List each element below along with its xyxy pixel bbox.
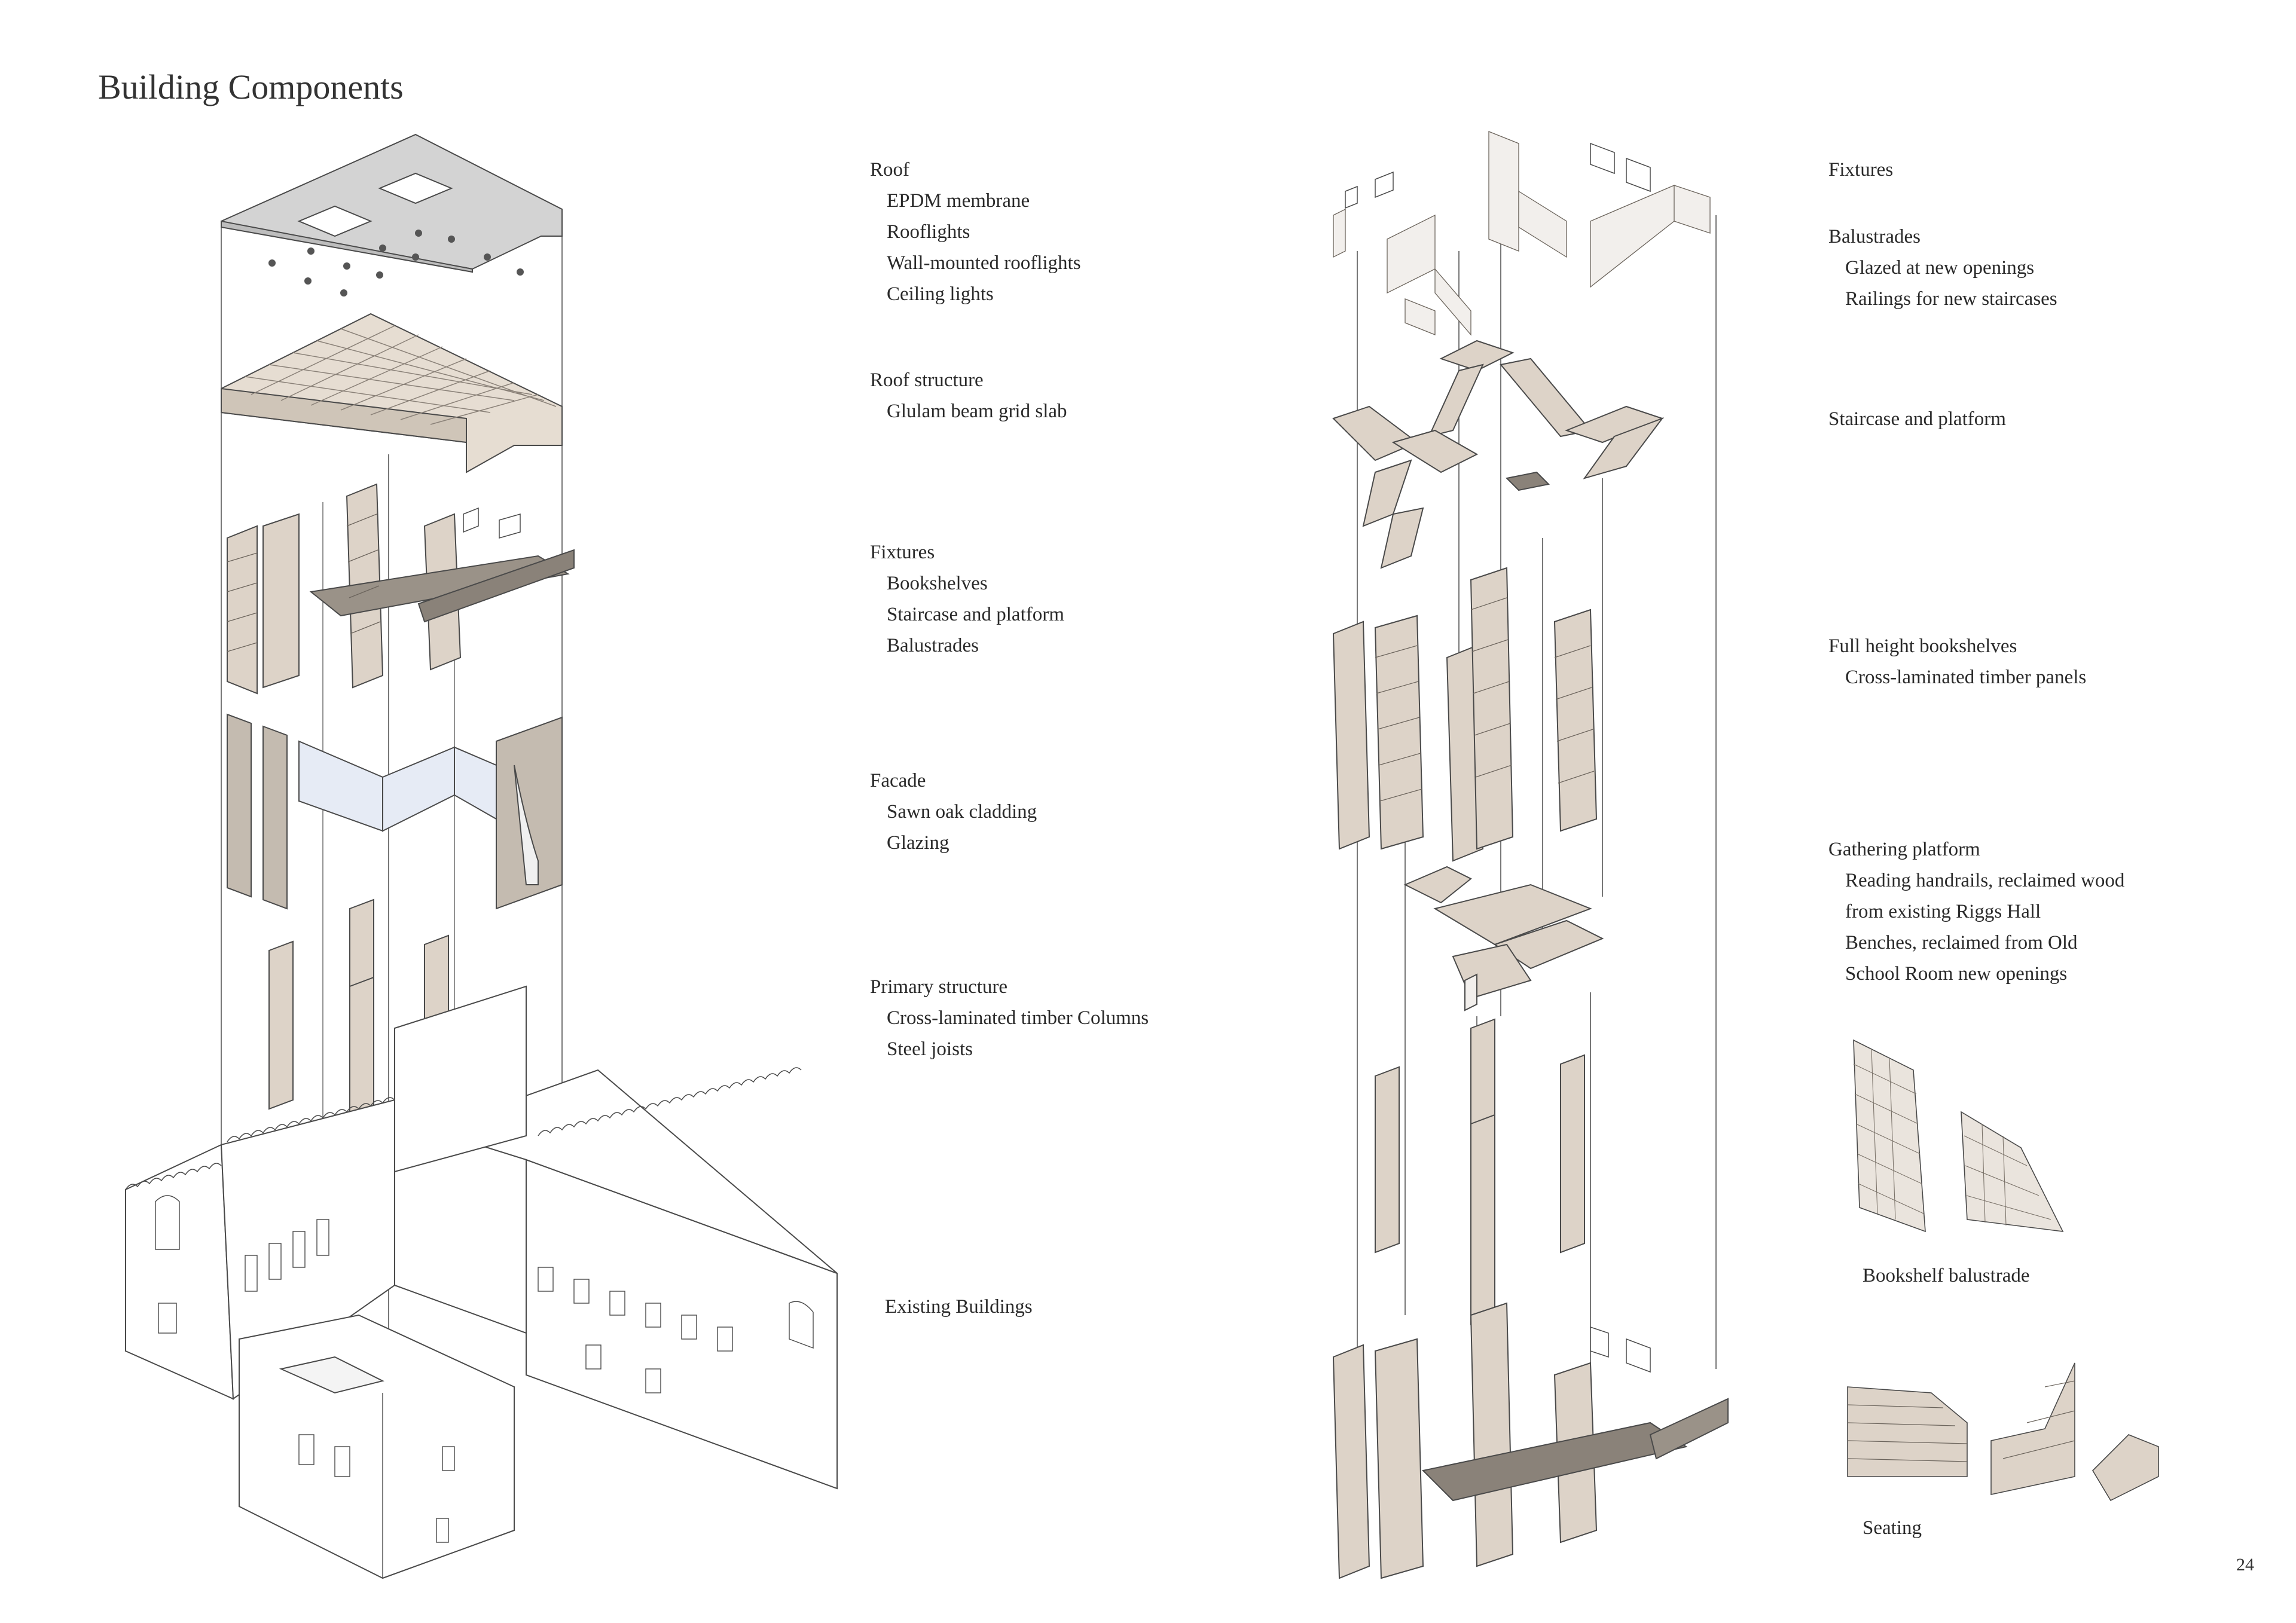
label-heading: Seating xyxy=(1863,1517,1922,1539)
label-item: Sawn oak cladding xyxy=(887,801,1037,823)
label-gathering-platform: Gathering platform Reading handrails, re… xyxy=(1828,834,2124,989)
right-columns xyxy=(1375,1018,1585,1325)
label-item: from existing Riggs Hall xyxy=(1845,901,2041,922)
staircase-platform xyxy=(1332,340,1664,569)
label-heading: Primary structure xyxy=(870,976,1008,998)
label-heading: Roof structure xyxy=(870,369,984,391)
gathering-platform xyxy=(1403,866,1604,1011)
existing-buildings xyxy=(125,985,838,1579)
label-item: Reading handrails, reclaimed wood xyxy=(1845,870,2125,891)
label-heading: Existing Buildings xyxy=(885,1296,1033,1318)
fixtures-bookshelves xyxy=(227,483,575,695)
ceiling-lights xyxy=(268,230,524,297)
label-item: Balustrades xyxy=(887,635,979,656)
label-balustrades: Balustrades Glazed at new openings Raili… xyxy=(1828,221,2057,314)
label-heading: Facade xyxy=(870,770,926,791)
label-right-fixtures: Fixtures xyxy=(1828,154,1893,185)
label-item: Railings for new staircases xyxy=(1845,288,2057,310)
label-item: EPDM membrane xyxy=(887,190,1030,212)
label-item: School Room new openings xyxy=(1845,963,2068,985)
label-facade: Facade Sawn oak cladding Glazing xyxy=(870,765,1037,858)
label-seating: Seating xyxy=(1863,1512,1922,1543)
label-item: Glazed at new openings xyxy=(1845,257,2035,279)
label-heading: Staircase and platform xyxy=(1828,408,2006,430)
page-title: Building Components xyxy=(98,68,404,106)
label-item: Benches, reclaimed from Old xyxy=(1845,932,2078,953)
label-item: Cross-laminated timber Columns xyxy=(887,1007,1149,1029)
roof-membrane xyxy=(221,133,563,273)
label-item: Steel joists xyxy=(887,1038,973,1060)
label-heading: Balustrades xyxy=(1828,226,1921,247)
label-heading: Roof xyxy=(870,159,909,181)
label-heading: Fixtures xyxy=(870,542,935,563)
facade xyxy=(227,713,563,910)
label-item: Staircase and platform xyxy=(887,604,1064,625)
label-heading: Bookshelf balustrade xyxy=(1863,1265,2030,1286)
label-staircase-platform: Staircase and platform xyxy=(1828,404,2006,435)
bookshelf-balustrade-detail xyxy=(1853,1039,2064,1233)
label-existing-buildings: Existing Buildings xyxy=(885,1291,1033,1322)
label-item: Ceiling lights xyxy=(887,283,994,305)
label-roof-structure: Roof structure Glulam beam grid slab xyxy=(870,365,1067,427)
full-height-bookshelves xyxy=(1332,567,1598,862)
label-fixtures: Fixtures Bookshelves Staircase and platf… xyxy=(870,537,1064,661)
label-item: Cross-laminated timber panels xyxy=(1845,667,2087,688)
label-item: Bookshelves xyxy=(887,573,988,594)
label-item: Glulam beam grid slab xyxy=(887,401,1067,422)
assembled-fixtures xyxy=(1332,1302,1729,1579)
seating-detail xyxy=(1847,1362,2159,1502)
page-number: 24 xyxy=(2236,1555,2254,1575)
label-bookshelf-balustrade: Bookshelf balustrade xyxy=(1863,1260,2030,1291)
label-primary-structure: Primary structure Cross-laminated timber… xyxy=(870,971,1149,1065)
label-item: Rooflights xyxy=(887,221,970,243)
label-heading: Gathering platform xyxy=(1828,839,1980,860)
label-full-height-bookshelves: Full height bookshelves Cross-laminated … xyxy=(1828,631,2086,693)
label-roof: Roof EPDM membrane Rooflights Wall-mount… xyxy=(870,154,1081,310)
label-heading: Fixtures xyxy=(1828,159,1894,181)
label-item: Wall-mounted rooflights xyxy=(887,252,1081,274)
glulam-grid-slab xyxy=(221,313,563,473)
balustrades xyxy=(1333,131,1711,336)
label-heading: Full height bookshelves xyxy=(1828,635,2017,657)
label-item: Glazing xyxy=(887,832,949,854)
